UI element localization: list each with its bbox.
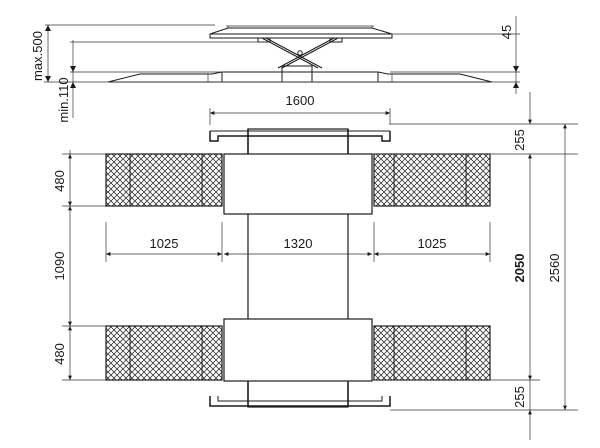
pad-spacing-label: 1090 [52, 252, 67, 281]
top-end-bracket [209, 131, 391, 142]
reference-lines [45, 24, 520, 83]
plan-view: 1600 1025 1320 1025 480 1090 480 2 [52, 92, 578, 440]
bottom-end-bracket [209, 396, 391, 407]
top-pad-depth-label: 480 [52, 170, 67, 192]
top-left-pad [105, 153, 223, 207]
center-width-label: 1320 [284, 236, 313, 251]
lowered-base [107, 65, 493, 83]
top-clearance-label: 255 [512, 129, 527, 151]
bottom-crossbar [223, 318, 373, 382]
raised-platform [209, 25, 393, 39]
bottom-left-pad [105, 325, 223, 381]
right-arm-label: 1025 [418, 236, 447, 251]
overall-width-label: 1600 [286, 93, 315, 108]
side-view: max.500 min.110 45 [30, 16, 520, 123]
left-arm-label: 1025 [150, 236, 179, 251]
scissor-mechanism [257, 37, 343, 69]
overall-length-label: 2560 [547, 254, 562, 283]
platform-thickness-label: 45 [499, 25, 514, 39]
top-crossbar [223, 153, 373, 215]
max-height-label: max.500 [30, 31, 45, 81]
bottom-pad-depth-label: 480 [52, 343, 67, 365]
min-height-label: min.110 [56, 77, 71, 122]
top-right-pad [373, 153, 491, 207]
bottom-clearance-label: 255 [512, 386, 527, 408]
bottom-right-pad [373, 325, 491, 381]
inner-length-label: 2050 [512, 254, 527, 283]
